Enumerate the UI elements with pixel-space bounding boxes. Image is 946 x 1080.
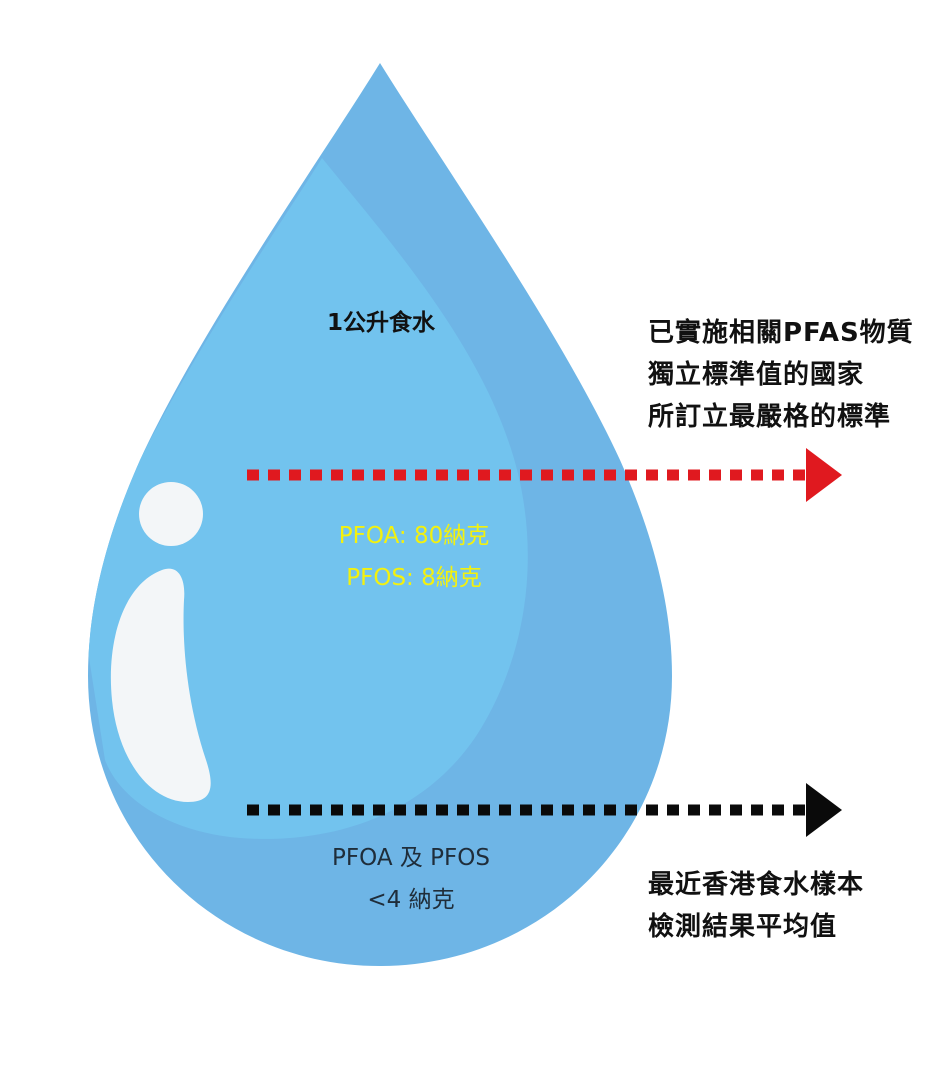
sample-label: PFOA 及 PFOS xyxy=(332,845,490,871)
standard-annotation-line-2: 獨立標準值的國家 xyxy=(648,360,865,390)
sample-arrow-icon xyxy=(247,783,842,837)
sample-annotation-line-1: 最近香港食水樣本 xyxy=(648,870,865,900)
drop-title: 1公升食水 xyxy=(326,310,436,336)
standard-pfos-value: PFOS: 8納克 xyxy=(346,565,482,591)
standard-pfoa-value: PFOA: 80納克 xyxy=(338,523,490,549)
standard-arrow-icon xyxy=(247,448,842,502)
water-drop-inner xyxy=(88,158,528,839)
info-i-icon xyxy=(110,482,211,802)
sample-annotation-line-2: 檢測結果平均值 xyxy=(648,912,838,942)
standard-annotation-line-1: 已實施相關PFAS物質 xyxy=(648,318,914,348)
sample-value: <4 納克 xyxy=(367,887,455,913)
standard-annotation-line-3: 所訂立最嚴格的標準 xyxy=(648,402,892,432)
